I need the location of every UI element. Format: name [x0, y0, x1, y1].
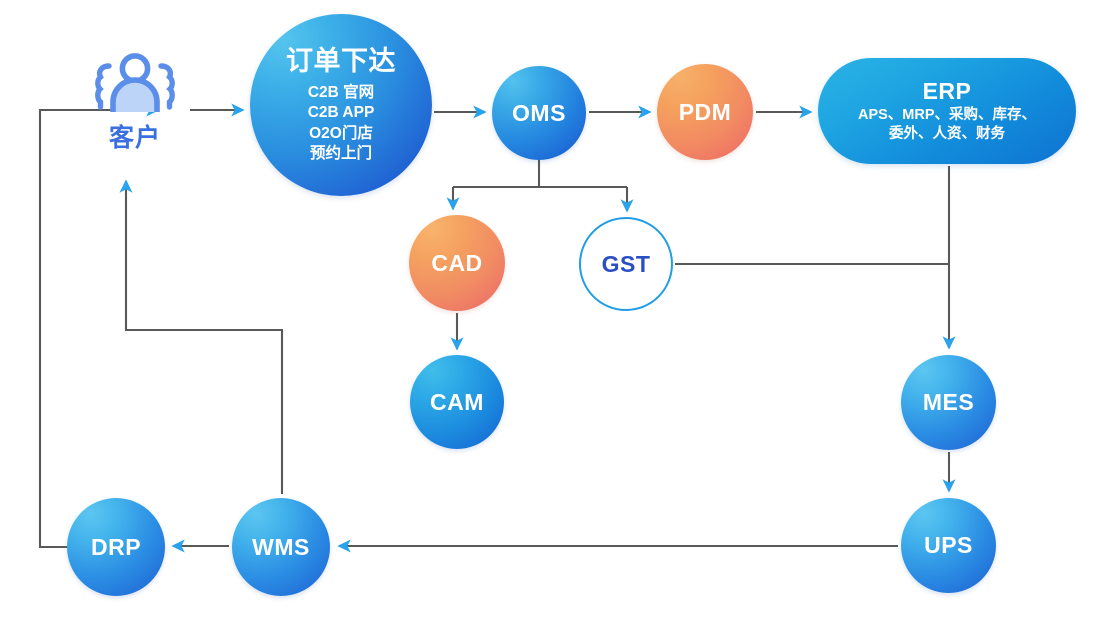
- edge-wms-to-customer: [119, 179, 284, 494]
- node-erp-sub-line: APS、MRP、采购、库存、: [857, 107, 1037, 124]
- node-erp-subtitle: APS、MRP、采购、库存、 委外、人资、财务: [858, 106, 1036, 144]
- node-erp-sub-line: 委外、人资、财务: [888, 126, 1005, 143]
- node-order-sub-line: 预约上门: [309, 144, 372, 162]
- node-order-sub-line: O2O门店: [309, 124, 373, 142]
- node-cam[interactable]: CAM: [410, 355, 504, 449]
- node-oms[interactable]: OMS: [492, 66, 586, 160]
- node-gst[interactable]: GST: [579, 217, 673, 311]
- node-customer-label: 客户: [108, 124, 161, 152]
- node-wms-label: WMS: [252, 533, 310, 560]
- node-drp[interactable]: DRP: [67, 498, 165, 596]
- node-mes-label: MES: [922, 389, 975, 416]
- node-order-title: 订单下达: [286, 45, 396, 76]
- node-wms[interactable]: WMS: [232, 498, 330, 596]
- node-cad-label: CAD: [431, 249, 483, 276]
- node-cad[interactable]: CAD: [409, 215, 505, 311]
- edge-drp-to-customer: [38, 103, 160, 549]
- node-ups-label: UPS: [924, 532, 973, 559]
- node-oms-label: OMS: [512, 99, 566, 126]
- node-order-sub-line: C2B 官网: [307, 83, 375, 101]
- node-order-placement[interactable]: 订单下达 C2B 官网 C2B APP O2O门店 预约上门: [250, 14, 432, 196]
- node-customer[interactable]: 客户: [78, 50, 192, 170]
- users-group-icon: [95, 53, 175, 112]
- node-order-sub-line: C2B APP: [307, 104, 375, 122]
- node-erp-title: ERP: [922, 77, 972, 104]
- node-gst-label: GST: [601, 250, 651, 277]
- node-drp-label: DRP: [90, 533, 142, 560]
- node-mes[interactable]: MES: [901, 355, 996, 450]
- node-pdm[interactable]: PDM: [657, 64, 753, 160]
- node-order-subtitle: C2B 官网 C2B APP O2O门店 预约上门: [308, 83, 375, 165]
- node-erp[interactable]: ERP APS、MRP、采购、库存、 委外、人资、财务: [818, 58, 1076, 164]
- node-pdm-label: PDM: [678, 98, 732, 125]
- node-ups[interactable]: UPS: [901, 498, 996, 593]
- node-cam-label: CAM: [430, 388, 484, 415]
